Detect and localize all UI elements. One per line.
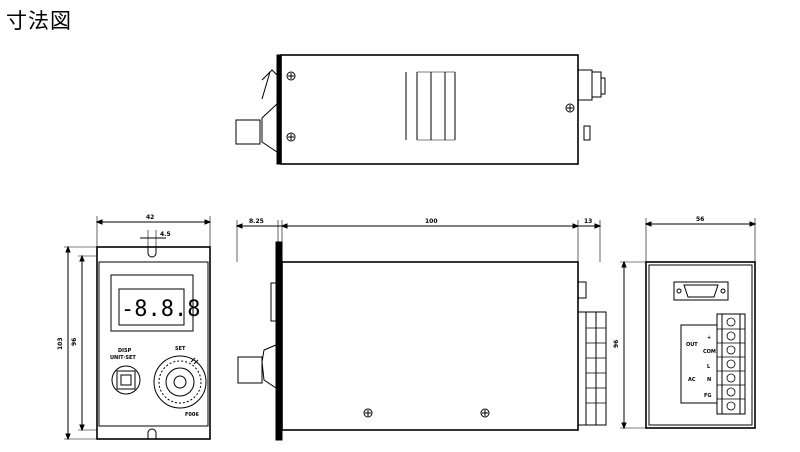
disp-label: DISP: [118, 348, 132, 354]
dim-height-outer: 103: [57, 337, 64, 350]
display-readout: -8.8.8: [121, 297, 200, 322]
terminal-label-n: N: [707, 377, 711, 383]
dim-slot-width: 4.5: [160, 231, 171, 238]
top-view: [235, 54, 606, 165]
set-label: SET: [175, 346, 186, 352]
rear-view: [620, 218, 757, 430]
dim-height-rear: 96: [613, 340, 620, 348]
dim-depth-front: 8.25: [249, 218, 264, 225]
dim-depth-body: 100: [425, 218, 438, 225]
dim-depth-rear: 13: [584, 218, 592, 225]
terminal-label-l: L: [707, 364, 711, 370]
dim-height-inner: 96: [71, 338, 78, 346]
page-title: 寸法図: [6, 9, 72, 33]
terminal-label-out: OUT: [686, 342, 698, 348]
dim-width-rear: 56: [696, 216, 704, 223]
side-view: [235, 220, 607, 441]
terminal-label-com: COM: [703, 349, 716, 355]
disp-sub-label: UNIT·SET: [110, 355, 136, 361]
terminal-label-ac: AC: [688, 377, 696, 383]
dim-width-front: 42: [146, 214, 154, 221]
model-label: F006: [185, 412, 199, 418]
terminal-label-fg: FG: [704, 393, 712, 399]
front-view: [64, 216, 212, 441]
terminal-label-plus: +: [707, 335, 711, 341]
